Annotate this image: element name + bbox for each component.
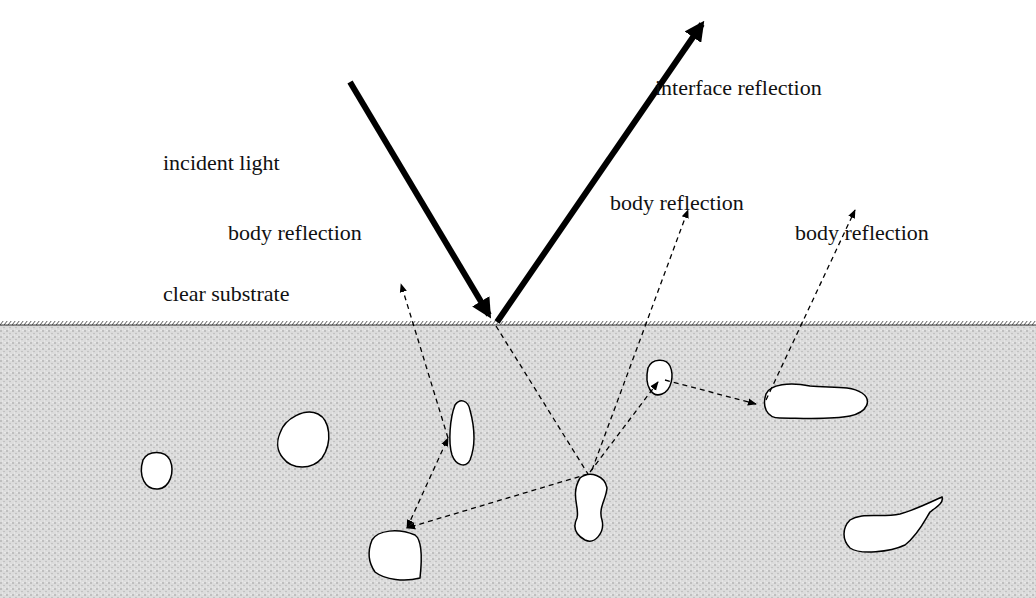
substrate: [0, 325, 1036, 598]
surface-hatch: [0, 321, 1036, 325]
ray-label: interface reflection: [655, 77, 822, 99]
interface-arrow: [497, 24, 702, 322]
region-label: clear substrate: [163, 283, 289, 305]
scatter-paths: [401, 210, 855, 528]
incident-arrow: [350, 82, 489, 315]
ray-label: body reflection: [610, 192, 744, 214]
ray-label: incident light: [163, 152, 280, 174]
surface-line: [0, 324, 1036, 325]
ray-label: body reflection: [795, 222, 929, 244]
pigment-particles: [141, 360, 942, 580]
ray-label: body reflection: [228, 222, 362, 244]
